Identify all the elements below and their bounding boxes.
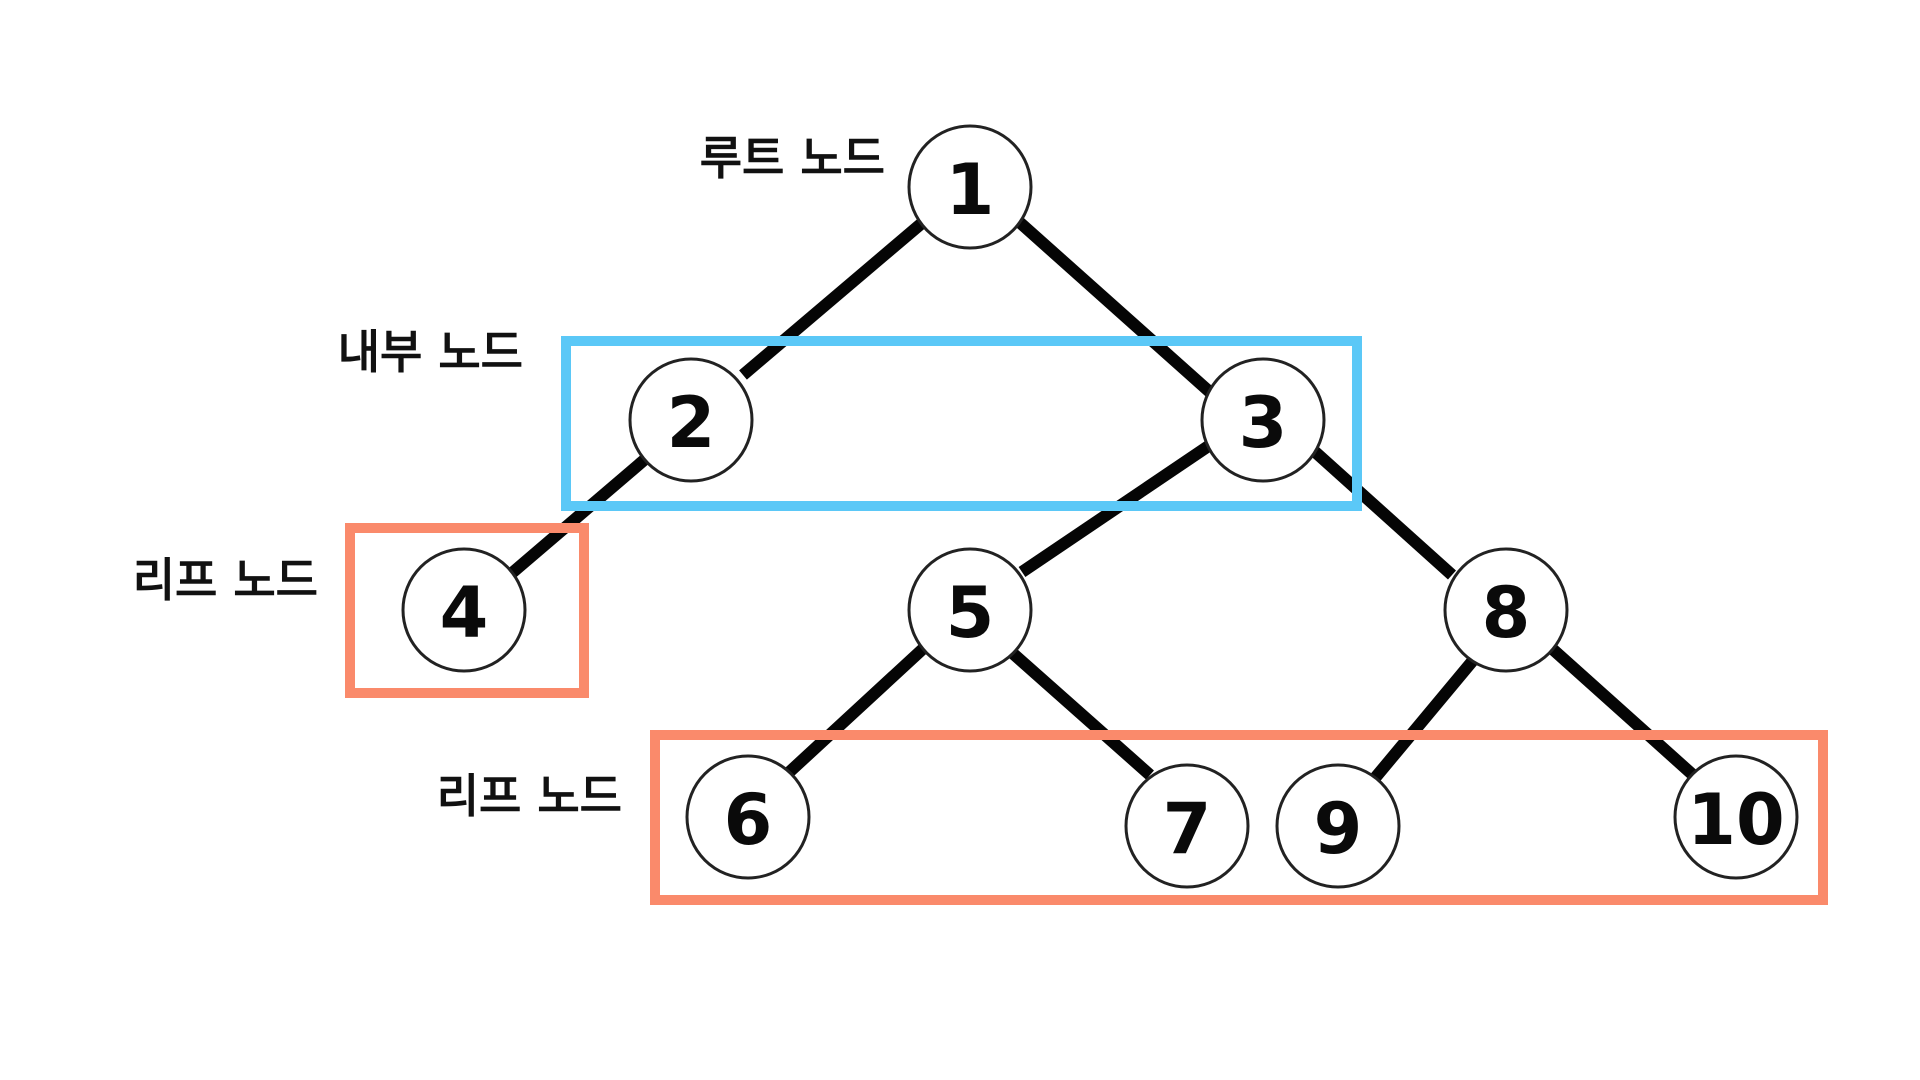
node-label-4: 4 [440,572,489,654]
internal-node-box [561,336,1362,511]
node-2: 2 [628,357,754,483]
edges [508,215,1698,782]
leaf-node-label-lower: 리프 노드 [437,769,622,823]
edge-5-6 [779,641,931,782]
node-8: 8 [1443,547,1569,673]
node-6: 6 [685,754,811,880]
edge-3-8 [1308,445,1457,580]
node-9: 9 [1275,763,1401,889]
root-node-label: 루트 노드 [700,131,885,185]
node-label-10: 10 [1687,779,1784,861]
edge-8-10 [1543,640,1698,780]
internal-node-label: 내부 노드 [338,325,523,379]
node-3: 3 [1200,357,1326,483]
leaf-node-box-single [345,523,589,698]
node-7: 7 [1124,763,1250,889]
leaf-node-label-upper: 리프 노드 [133,553,318,607]
node-label-3: 3 [1239,382,1288,464]
node-1: 1 [907,124,1033,250]
edge-5-7 [1005,645,1154,780]
node-label-5: 5 [946,572,995,654]
node-label-2: 2 [667,382,716,464]
node-label-8: 8 [1482,572,1531,654]
node-label-9: 9 [1314,788,1363,870]
edge-1-3 [1013,215,1216,399]
node-label-1: 1 [946,149,995,231]
edge-1-2 [739,218,926,380]
node-4: 4 [401,547,527,673]
node-label-7: 7 [1163,788,1212,870]
leaf-node-box-bottom [650,730,1828,905]
node-5: 5 [907,547,1033,673]
edge-8-9 [1370,654,1480,782]
node-label-6: 6 [724,779,773,861]
node-10: 10 [1673,754,1799,880]
edge-2-4 [508,450,654,578]
